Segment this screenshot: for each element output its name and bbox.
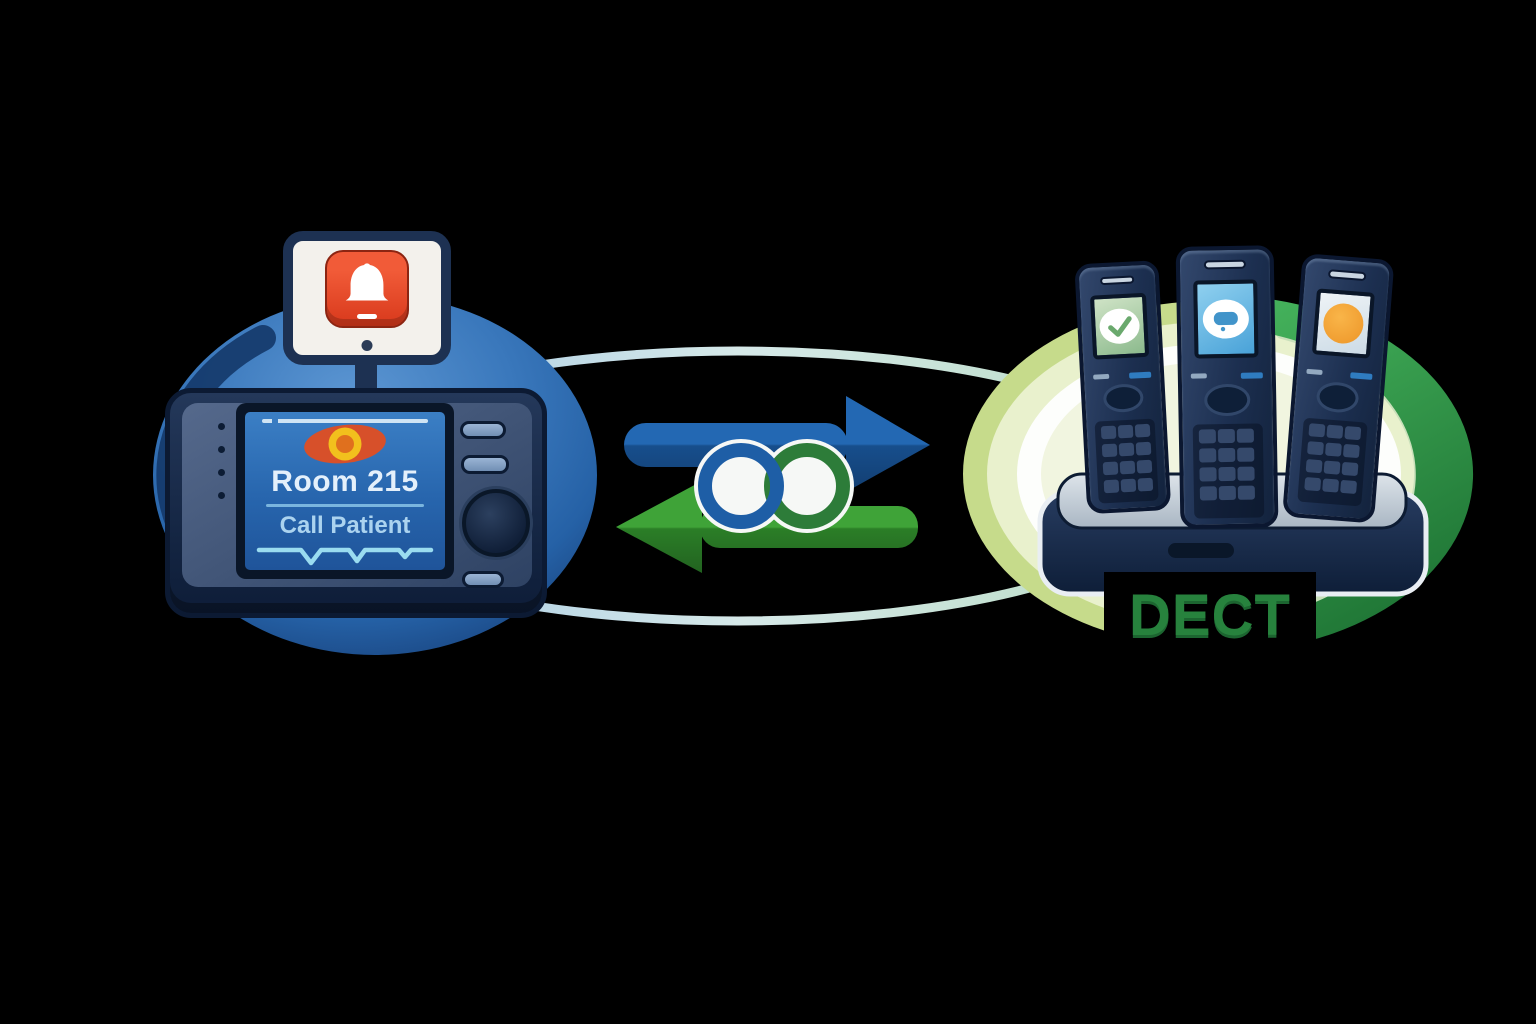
monitor-home-dot bbox=[361, 340, 373, 351]
panel-button-3 bbox=[462, 571, 504, 588]
alert-target-icon bbox=[304, 424, 386, 464]
panel-button-2 bbox=[461, 455, 509, 474]
notification-dot-icon bbox=[1323, 303, 1364, 344]
handset-keypad bbox=[1192, 423, 1265, 519]
panel-button-1 bbox=[460, 421, 506, 439]
chat-icon bbox=[1202, 299, 1249, 339]
base-slot bbox=[1168, 543, 1234, 558]
handset-screen-check bbox=[1089, 292, 1150, 360]
nurse-call-panel: Room 215 Call Patient bbox=[165, 388, 547, 618]
bell-dash bbox=[357, 314, 377, 319]
handset-nav-button bbox=[1315, 380, 1360, 414]
screen-status-line bbox=[262, 419, 428, 423]
alert-app-icon bbox=[325, 250, 409, 328]
dect-handset-3 bbox=[1282, 253, 1395, 524]
ecg-waveform bbox=[256, 547, 434, 566]
alert-monitor bbox=[283, 231, 451, 365]
check-icon bbox=[1099, 308, 1140, 344]
handset-earpiece bbox=[1099, 275, 1135, 286]
handset-earpiece bbox=[1203, 259, 1246, 270]
room-label: Room 215 bbox=[271, 465, 419, 498]
handset-nav-strip bbox=[1190, 371, 1263, 379]
control-knob bbox=[462, 489, 530, 557]
handset-nav-button bbox=[1203, 383, 1251, 417]
handset-earpiece bbox=[1327, 269, 1367, 282]
handset-nav-button bbox=[1102, 383, 1145, 414]
handset-keypad bbox=[1297, 417, 1368, 507]
infinity-link-icon bbox=[694, 439, 854, 533]
bell-icon bbox=[345, 263, 389, 301]
screen-divider bbox=[265, 504, 425, 507]
call-patient-label: Call Patient bbox=[279, 512, 411, 539]
panel-speaker-dots bbox=[218, 423, 225, 499]
handset-nav-strip bbox=[1306, 368, 1373, 380]
handset-screen-chat bbox=[1193, 279, 1259, 359]
handset-nav-strip bbox=[1093, 371, 1152, 381]
panel-screen: Room 215 Call Patient bbox=[245, 412, 445, 570]
dect-handset-2 bbox=[1175, 245, 1279, 529]
handset-keypad bbox=[1094, 418, 1159, 504]
dect-label: DECT bbox=[1129, 583, 1291, 648]
dect-label-box: DECT bbox=[1104, 572, 1316, 664]
dect-handset-1 bbox=[1074, 260, 1172, 515]
handset-screen-notification bbox=[1311, 288, 1375, 359]
panel-screen-frame: Room 215 Call Patient bbox=[236, 403, 454, 579]
